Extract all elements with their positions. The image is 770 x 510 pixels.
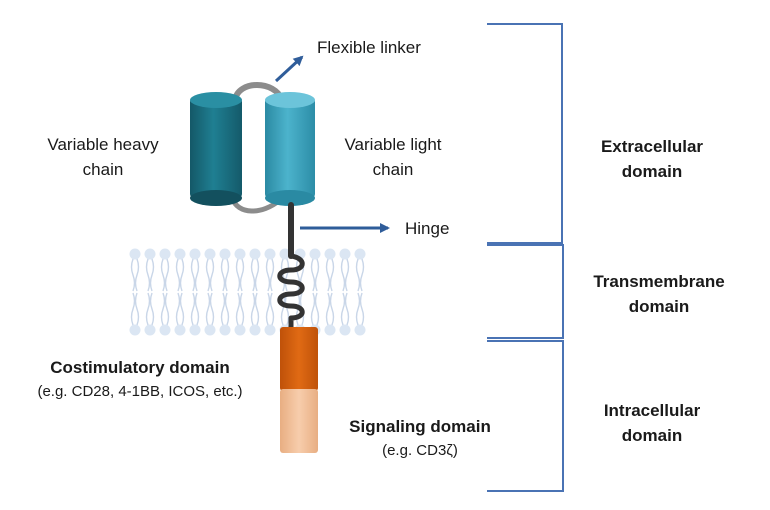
lipid-head: [234, 248, 246, 260]
extracellular-domain-label-line1: Extracellular: [601, 137, 703, 156]
signaling-domain-title: Signaling domain: [349, 417, 491, 436]
lipid-head: [324, 324, 336, 336]
lipid-tail: [220, 258, 230, 292]
lipid-tail: [190, 292, 200, 326]
lipid-tail: [130, 258, 140, 292]
lipid-tail: [280, 258, 290, 292]
lipid-tail: [340, 258, 350, 292]
lipid-tail: [355, 258, 365, 292]
lipid-tail: [145, 258, 155, 292]
lipid-tail: [310, 258, 320, 292]
lipid-tail: [130, 292, 140, 326]
lipid-tail: [190, 258, 200, 292]
lipid-tail: [250, 258, 260, 292]
lipid-tail: [265, 258, 275, 292]
lipid-head: [189, 324, 201, 336]
lipid-head: [264, 324, 276, 336]
lipid-tail: [325, 292, 335, 326]
transmembrane-domain-label-line2: domain: [629, 297, 689, 316]
lipid-head: [174, 324, 186, 336]
lipid-tail: [355, 292, 365, 326]
lipid-tail: [145, 292, 155, 326]
lipid-head: [189, 248, 201, 260]
transmembrane-bracket: [487, 244, 564, 339]
lipid-tail: [265, 292, 275, 326]
lipid-head: [144, 324, 156, 336]
lipid-head: [144, 248, 156, 260]
lipid-tail: [220, 292, 230, 326]
lipid-tail: [235, 258, 245, 292]
lipid-tail: [250, 292, 260, 326]
transmembrane-helix: [277, 253, 305, 331]
lipid-bilayer-membrane: [129, 248, 366, 336]
variable-heavy-chain-label-line2: chain: [83, 160, 124, 179]
variable-heavy-chain-domain: [190, 92, 242, 206]
costimulatory-domain-block: [280, 327, 318, 391]
lipid-head: [279, 248, 291, 260]
lipid-head: [219, 324, 231, 336]
lipid-tail: [175, 258, 185, 292]
lipid-head: [159, 248, 171, 260]
lipid-head: [249, 324, 261, 336]
lipid-head: [264, 248, 276, 260]
lipid-tail: [310, 292, 320, 326]
lipid-head: [204, 324, 216, 336]
lipid-head: [129, 324, 141, 336]
lipid-tail: [235, 292, 245, 326]
lipid-tail: [205, 292, 215, 326]
lipid-tail: [205, 258, 215, 292]
lipid-head: [129, 248, 141, 260]
lipid-tail: [175, 292, 185, 326]
lipid-tail: [325, 258, 335, 292]
hinge-label: Hinge: [405, 219, 449, 238]
variable-light-chain-label-line2: chain: [373, 160, 414, 179]
extracellular-bracket: [487, 23, 563, 244]
lipid-head: [339, 324, 351, 336]
transmembrane-domain-label-line1: Transmembrane: [593, 272, 724, 291]
lipid-head: [249, 248, 261, 260]
lipid-tail: [160, 292, 170, 326]
lipid-tail: [340, 292, 350, 326]
signaling-domain-block: [280, 389, 318, 453]
variable-heavy-chain-label-line1: Variable heavy: [47, 135, 159, 154]
costimulatory-domain-examples: (e.g. CD28, 4-1BB, ICOS, etc.): [37, 383, 242, 400]
costimulatory-domain-title: Costimulatory domain: [50, 358, 229, 377]
lipid-tail: [160, 258, 170, 292]
lipid-head: [309, 248, 321, 260]
variable-light-chain-domain: [265, 92, 315, 206]
signaling-domain-examples: (e.g. CD3ζ): [382, 442, 458, 459]
lipid-head: [354, 324, 366, 336]
lipid-head: [339, 248, 351, 260]
lipid-head: [159, 324, 171, 336]
extracellular-domain-label-line2: domain: [622, 162, 682, 181]
lipid-head: [174, 248, 186, 260]
intracellular-domain-label-line1: Intracellular: [604, 401, 701, 420]
lipid-head: [234, 324, 246, 336]
lipid-head: [324, 248, 336, 260]
intracellular-bracket: [487, 340, 564, 492]
flexible-linker-label: Flexible linker: [317, 38, 421, 57]
lipid-head: [204, 248, 216, 260]
intracellular-domain-label-line2: domain: [622, 426, 682, 445]
lipid-head: [219, 248, 231, 260]
lipid-head: [354, 248, 366, 260]
variable-light-chain-label-line1: Variable light: [344, 135, 441, 154]
flexible-linker-arrow: [274, 55, 304, 83]
